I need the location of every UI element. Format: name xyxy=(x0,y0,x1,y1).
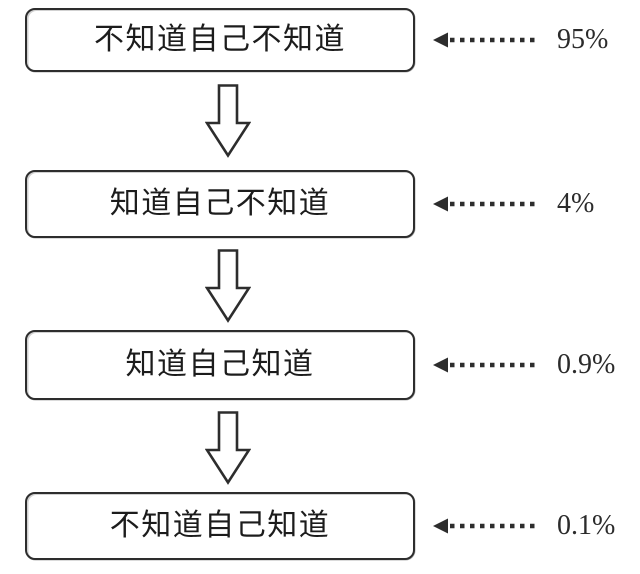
percent-label: 95% xyxy=(557,24,609,55)
dotted-arrow-left-icon xyxy=(433,196,537,212)
flow-box-label: 不知道自己知道 xyxy=(109,509,331,542)
flow-box-label: 不知道自己不知道 xyxy=(94,23,346,56)
flow-box-3: 知道自己知道 xyxy=(25,330,415,400)
flow-row-1: 不知道自己不知道 95% xyxy=(0,8,640,72)
down-arrow-icon xyxy=(205,411,251,485)
flow-box-label: 知道自己不知道 xyxy=(109,187,331,220)
flow-row-3: 知道自己知道 0.9% xyxy=(0,330,640,400)
dotted-arrow-left-icon xyxy=(433,32,537,48)
percent-label: 0.9% xyxy=(557,349,616,380)
percent-label: 4% xyxy=(557,188,595,219)
flow-box-4: 不知道自己知道 xyxy=(25,492,415,560)
flow-row-4: 不知道自己知道 0.1% xyxy=(0,492,640,560)
down-arrow-icon xyxy=(205,249,251,323)
flow-box-label: 知道自己知道 xyxy=(125,348,315,381)
flow-row-2: 知道自己不知道 4% xyxy=(0,170,640,238)
dotted-arrow-left-icon xyxy=(433,357,537,373)
flow-box-1: 不知道自己不知道 xyxy=(25,8,415,72)
dotted-arrow-left-icon xyxy=(433,518,537,534)
percent-label: 0.1% xyxy=(557,510,616,541)
flow-box-2: 知道自己不知道 xyxy=(25,170,415,238)
down-arrow-icon xyxy=(205,84,251,158)
